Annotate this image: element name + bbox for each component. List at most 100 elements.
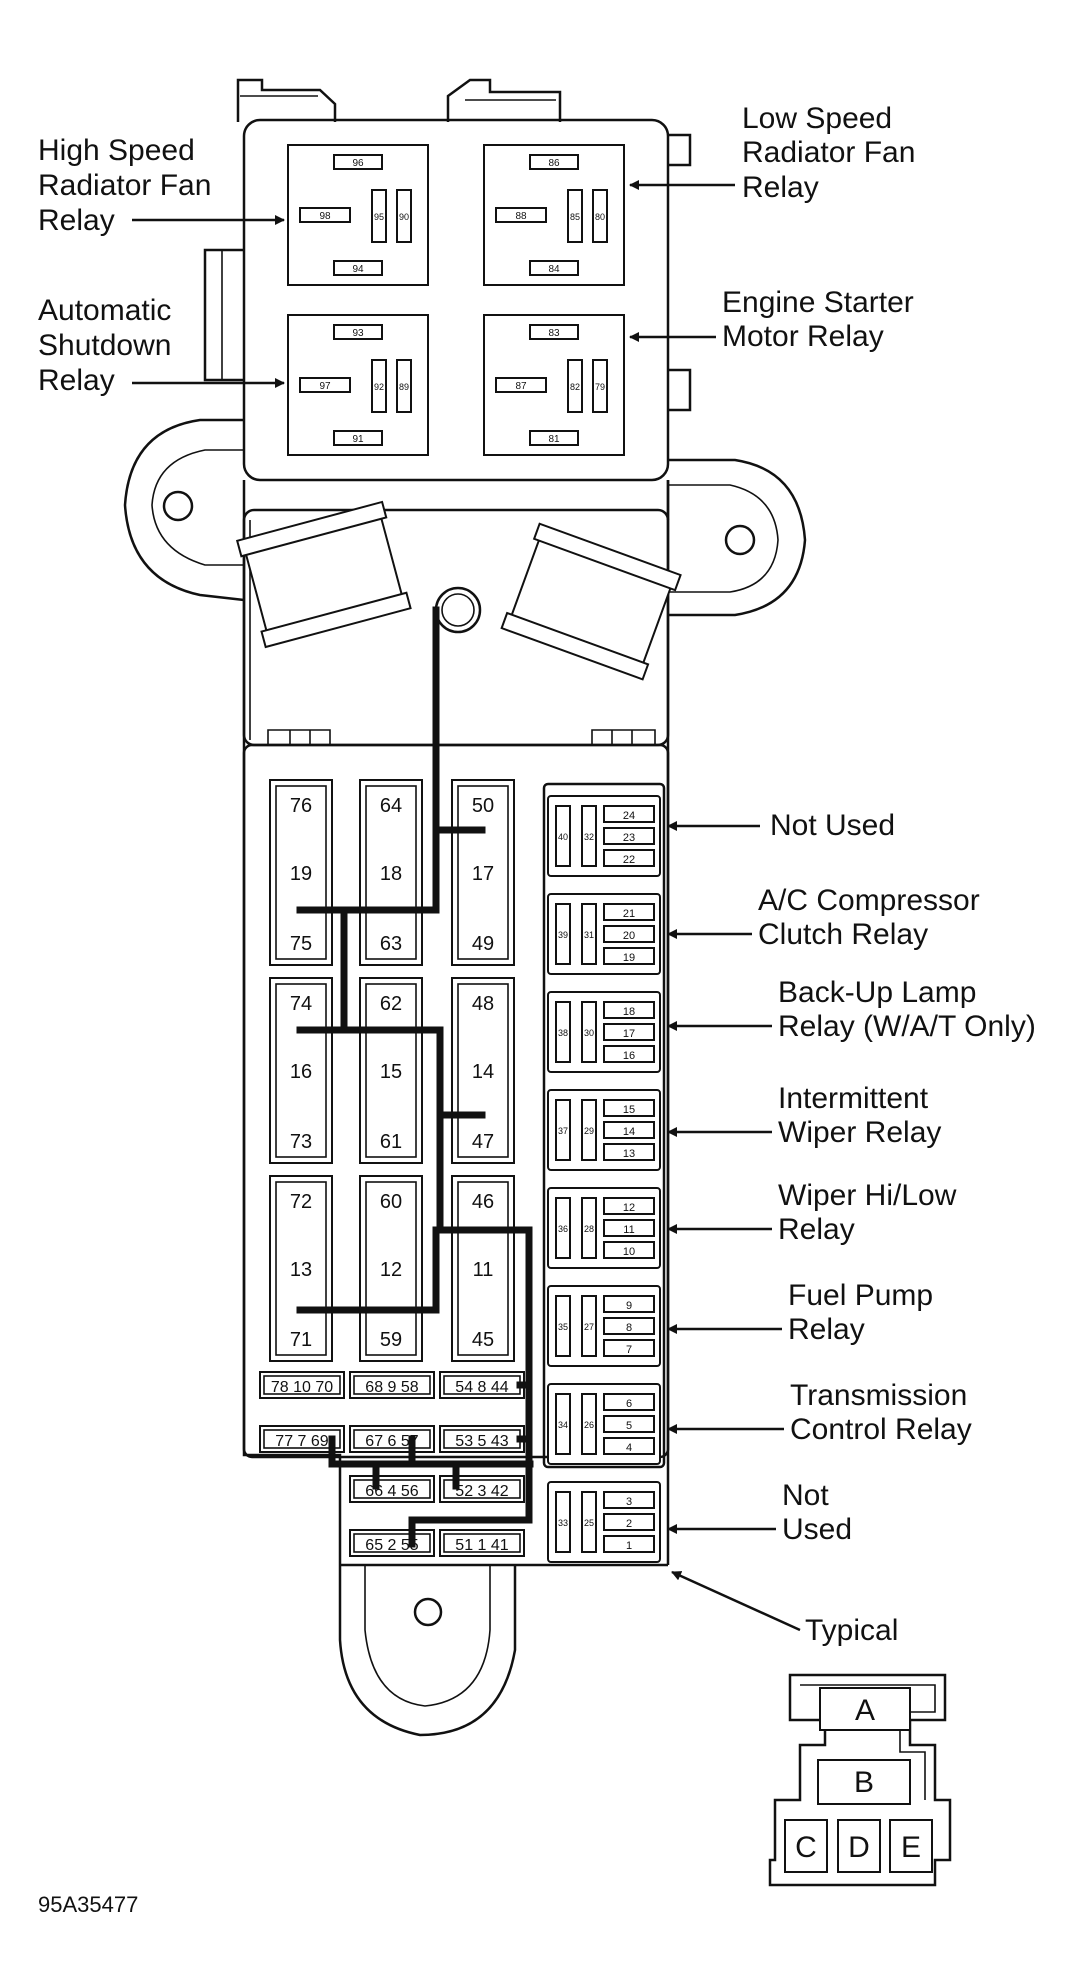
terminal-label: 27: [584, 1322, 594, 1332]
fuse-label: 19: [290, 863, 312, 885]
terminal-label: 92: [374, 382, 384, 392]
housing: [123, 78, 807, 1737]
side-callouts: Not Used A/C Compressor Clutch Relay Bac…: [667, 809, 1036, 1546]
fuse-label: 49: [472, 933, 494, 955]
terminal-label: 25: [584, 1518, 594, 1528]
fuse-label: 16: [290, 1061, 312, 1083]
terminal-label: 19: [623, 952, 635, 964]
terminal-label: 90: [399, 212, 409, 222]
small-relay-7[interactable]: 34 26 6 5 4: [547, 1383, 661, 1465]
terminal-label: 95: [374, 212, 384, 222]
fuse-column-1: 76 19 75 74 16 73 72 13 71: [269, 779, 333, 1362]
terminal-label: 93: [352, 328, 364, 339]
small-relay-3[interactable]: 38 30 18 17 16: [547, 991, 661, 1073]
fuse-label: 71: [290, 1329, 312, 1351]
large-relays: 96 98 95 90 94 86 88 85 80 84: [287, 144, 625, 456]
terminal-label: 40: [558, 832, 568, 842]
fuse-label: 46: [472, 1191, 494, 1213]
small-relay-6[interactable]: 35 27 9 8 7: [547, 1285, 661, 1367]
callout-not-used: Not Used: [770, 809, 895, 842]
mini-fuse-label: 51 1 41: [455, 1537, 508, 1554]
terminal-label: 9: [626, 1300, 632, 1312]
terminal-label: 97: [319, 381, 331, 392]
mini-fuse-label: 52 3 42: [455, 1483, 508, 1500]
relay-automatic-shutdown[interactable]: 93 97 92 89 91: [287, 314, 429, 456]
callout-wiper-line1: Wiper Hi/Low: [778, 1179, 957, 1212]
fuse-label: 59: [380, 1329, 402, 1351]
pin-e-label: E: [901, 1831, 921, 1864]
terminal-label: 11: [623, 1224, 634, 1236]
terminal-label: 12: [623, 1202, 635, 1214]
pin-c-label: C: [795, 1831, 817, 1864]
mini-fuse-label: 53 5 43: [455, 1433, 508, 1450]
mini-fuse-label: 67 6 57: [365, 1433, 418, 1450]
fuse-label: 18: [380, 863, 402, 885]
terminal-label: 6: [626, 1398, 632, 1410]
terminal-label: 14: [623, 1126, 635, 1138]
terminal-label: 35: [558, 1322, 568, 1332]
callout-ac-line2: Clutch Relay: [758, 918, 928, 951]
terminal-label: 17: [623, 1028, 635, 1040]
terminal-label: 85: [570, 212, 580, 222]
figure-id: 95A35477: [38, 1892, 138, 1917]
fuse-label: 74: [290, 993, 312, 1015]
mini-fuse-label: 65 2 55: [365, 1537, 418, 1554]
mini-fuse-label: 54 8 44: [455, 1379, 508, 1396]
terminal-label: 1: [626, 1540, 632, 1552]
fuse-label: 63: [380, 933, 402, 955]
fuse-label: 13: [290, 1259, 312, 1281]
fuse-label: 64: [380, 795, 402, 817]
mini-fuse-label: 78 10 70: [271, 1379, 333, 1396]
terminal-label: 87: [515, 381, 527, 392]
terminal-label: 39: [558, 930, 568, 940]
typical-connector: Typical A B C D E: [671, 1570, 952, 1887]
terminal-label: 37: [558, 1126, 568, 1136]
callout-starter-line2: Motor Relay: [722, 320, 884, 353]
relay-high-speed-fan[interactable]: 96 98 95 90 94: [287, 144, 429, 286]
terminal-label: 86: [548, 158, 560, 169]
mini-fuse-label: 77 7 69: [275, 1433, 328, 1450]
terminal-label: 33: [558, 1518, 568, 1528]
terminal-label: 91: [352, 434, 364, 445]
small-relay-1[interactable]: 40 32 24 23 22: [547, 795, 661, 877]
terminal-label: 82: [570, 382, 580, 392]
terminal-label: 2: [626, 1518, 632, 1530]
callout-ac-line1: A/C Compressor: [758, 884, 980, 917]
fuse-label: 47: [472, 1131, 494, 1153]
callout-backup-line2: Relay (W/A/T Only): [778, 1010, 1036, 1043]
callout-trans-line2: Control Relay: [790, 1413, 972, 1446]
fuse-column-3: 50 17 49 48 14 47 46 11 45: [451, 779, 515, 1362]
terminal-label: 94: [352, 264, 364, 275]
small-relay-8[interactable]: 33 25 3 2 1: [547, 1481, 661, 1563]
fuse-column-2: 64 18 63 62 15 61 60 12 59: [359, 779, 423, 1362]
callout-intermittent-line2: Wiper Relay: [778, 1116, 941, 1149]
fuse-label: 15: [380, 1061, 402, 1083]
fuse-label: 17: [472, 863, 494, 885]
small-relay-5[interactable]: 36 28 12 11 10: [547, 1187, 661, 1269]
terminal-label: 10: [623, 1246, 635, 1258]
terminal-label: 29: [584, 1126, 594, 1136]
small-relay-4[interactable]: 37 29 15 14 13: [547, 1089, 661, 1171]
typical-arrow: [671, 1570, 801, 1632]
small-relays: 40 32 24 23 22 39 31 21 20 19 38 30 18 1…: [542, 782, 666, 1563]
terminal-label: 89: [399, 382, 409, 392]
terminal-label: 30: [584, 1028, 594, 1038]
fuse-label: 45: [472, 1329, 494, 1351]
terminal-label: 21: [623, 908, 635, 920]
terminal-label: 80: [595, 212, 605, 222]
terminal-label: 26: [584, 1420, 594, 1430]
small-relay-2[interactable]: 39 31 21 20 19: [547, 893, 661, 975]
terminal-label: 31: [584, 930, 594, 940]
callout-intermittent-line1: Intermittent: [778, 1082, 929, 1115]
fuse-label: 48: [472, 993, 494, 1015]
terminal-label: 8: [626, 1322, 632, 1334]
fuse-label: 62: [380, 993, 402, 1015]
relay-low-speed-fan[interactable]: 86 88 85 80 84: [483, 144, 625, 286]
terminal-label: 22: [623, 854, 635, 866]
bus-bars: [296, 606, 534, 1548]
fuse-label: 14: [472, 1061, 494, 1083]
terminal-label: 7: [626, 1344, 632, 1356]
fuse-label: 12: [380, 1259, 402, 1281]
callout-low-speed-line3: Relay: [742, 171, 819, 204]
relay-engine-starter-motor[interactable]: 83 87 82 79 81: [483, 314, 625, 456]
